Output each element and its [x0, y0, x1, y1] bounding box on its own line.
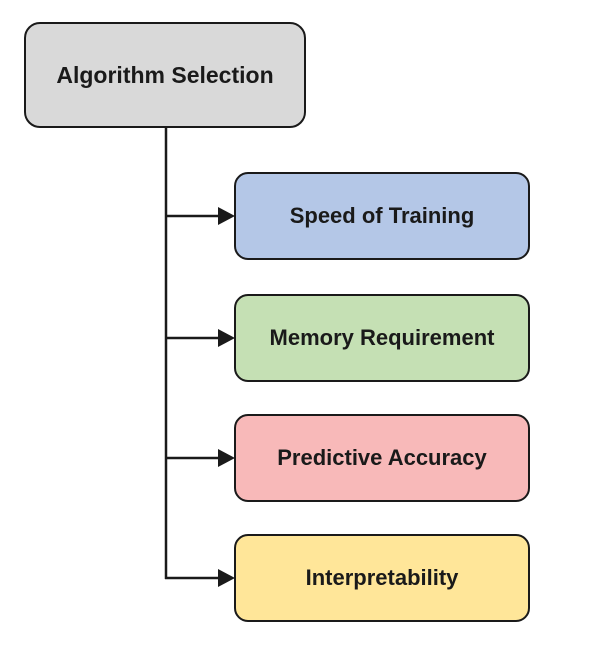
child-node-label: Memory Requirement	[269, 325, 495, 350]
root-node-label: Algorithm Selection	[56, 61, 274, 88]
child-node-speed-of-training: Speed of Training	[234, 172, 530, 260]
child-node-label: Predictive Accuracy	[277, 445, 487, 470]
child-node-label: Speed of Training	[289, 203, 475, 228]
branch-arrow-speed	[165, 207, 235, 225]
arrow-right-icon	[218, 449, 235, 467]
arrow-right-icon	[218, 207, 235, 225]
branch-arrow-accuracy	[165, 449, 235, 467]
arrow-right-icon	[218, 329, 235, 347]
branch-arrow-memory	[165, 329, 235, 347]
root-node-algorithm-selection: Algorithm Selection	[24, 22, 306, 128]
child-node-label: Interpretability	[305, 565, 459, 590]
child-node-interpretability: Interpretability	[234, 534, 530, 622]
arrow-right-icon	[218, 569, 235, 587]
child-node-memory-requirement: Memory Requirement	[234, 294, 530, 382]
branch-arrow-interpretability	[165, 569, 235, 587]
child-node-predictive-accuracy: Predictive Accuracy	[234, 414, 530, 502]
